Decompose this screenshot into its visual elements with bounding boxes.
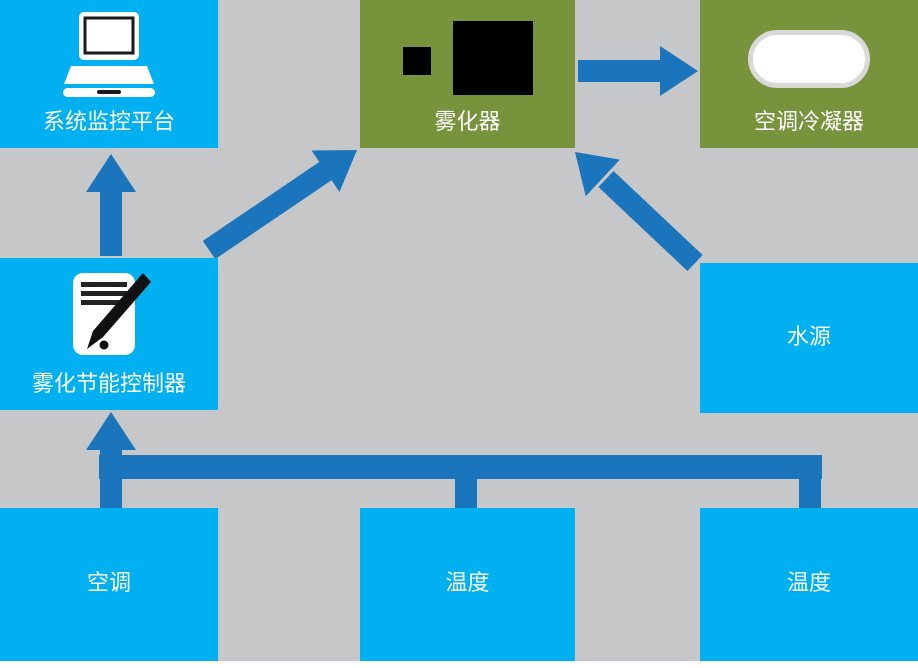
node-label: 雾化器	[434, 109, 501, 135]
node-water-source: 水源	[700, 263, 918, 413]
arrowhead-to-controller	[86, 412, 136, 450]
node-label: 雾化节能控制器	[31, 371, 186, 397]
node-air-conditioner: 空调	[0, 508, 218, 661]
atomizer-large-block	[452, 20, 533, 95]
node-atomizer: 雾化器	[360, 0, 575, 148]
node-label: 空调	[86, 571, 131, 597]
node-temperature-2: 温度	[700, 508, 918, 661]
arrow-water-to-atomizer-shaft	[598, 171, 703, 271]
node-ac-condenser: 空调冷凝器	[700, 0, 918, 148]
node-label: 系统监控平台	[42, 109, 175, 135]
node-system-monitor-platform: 系统监控平台	[0, 0, 218, 148]
arrowhead-to-monitor	[86, 154, 136, 192]
node-temperature-1: 温度	[360, 508, 575, 661]
arrow-controller-to-atomizer-shaft	[202, 160, 334, 260]
node-label: 水源	[786, 324, 831, 350]
condenser-icon	[700, 0, 918, 110]
arrowhead-to-condenser	[660, 46, 698, 96]
node-label: 温度	[786, 571, 831, 597]
laptop-icon	[0, 0, 218, 110]
arrow-sensors-to-controller	[99, 448, 822, 508]
atomizer-small-block	[402, 46, 431, 75]
node-label: 温度	[445, 571, 490, 597]
atomizer-icon	[360, 0, 575, 110]
node-atomizing-energy-saving-controller: 雾化节能控制器	[0, 258, 218, 410]
controller-icon	[0, 258, 218, 372]
node-label: 空调冷凝器	[753, 109, 864, 135]
